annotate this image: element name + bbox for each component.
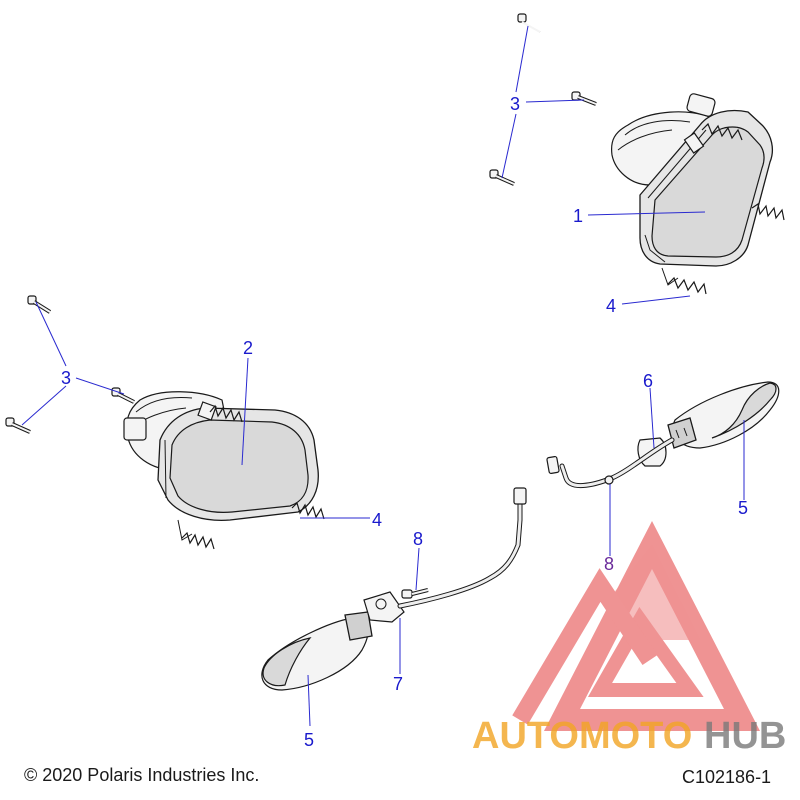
callout-8-right: 8 <box>604 554 614 574</box>
spring-icon <box>701 122 743 141</box>
callout-1: 1 <box>573 206 583 226</box>
screw-icon <box>5 417 31 434</box>
watermark-logo <box>512 520 761 731</box>
callout-5-left: 5 <box>304 730 314 750</box>
callout-6: 6 <box>643 371 653 391</box>
screw-icon <box>111 387 135 404</box>
callouts: 3 1 4 2 3 4 6 5 8 8 7 5 <box>61 94 748 750</box>
screws-left <box>5 295 135 434</box>
copyright-text: © 2020 Polaris Industries Inc. <box>24 765 259 785</box>
callout-8-left: 8 <box>413 529 423 549</box>
diagram-code: C102186-1 <box>682 767 771 787</box>
callout-7: 7 <box>393 674 403 694</box>
screws-top-right <box>489 13 597 186</box>
callout-4-left: 4 <box>372 510 382 530</box>
leader-lines <box>21 25 745 727</box>
callout-3-top: 3 <box>510 94 520 114</box>
callout-4-top: 4 <box>606 296 616 316</box>
callout-5-right: 5 <box>738 498 748 518</box>
screw-icon <box>27 295 52 314</box>
screw-icon <box>401 588 429 599</box>
screw-icon <box>489 169 515 186</box>
callout-3-left: 3 <box>61 368 71 388</box>
watermark-brand-part2: HUB <box>704 715 786 757</box>
screw-icon <box>571 91 597 106</box>
headlight-assembly-right <box>610 93 785 295</box>
spring-icon <box>209 404 243 423</box>
watermark-brand-part1: AUTOMOTO <box>472 715 692 757</box>
screw-icon <box>517 13 541 33</box>
callout-2: 2 <box>243 338 253 358</box>
watermark-text: AUTOMOTO HUB <box>472 715 786 757</box>
turn-signal-left <box>261 487 527 691</box>
turn-signal-right <box>546 381 780 488</box>
headlight-assembly-left <box>123 391 325 550</box>
